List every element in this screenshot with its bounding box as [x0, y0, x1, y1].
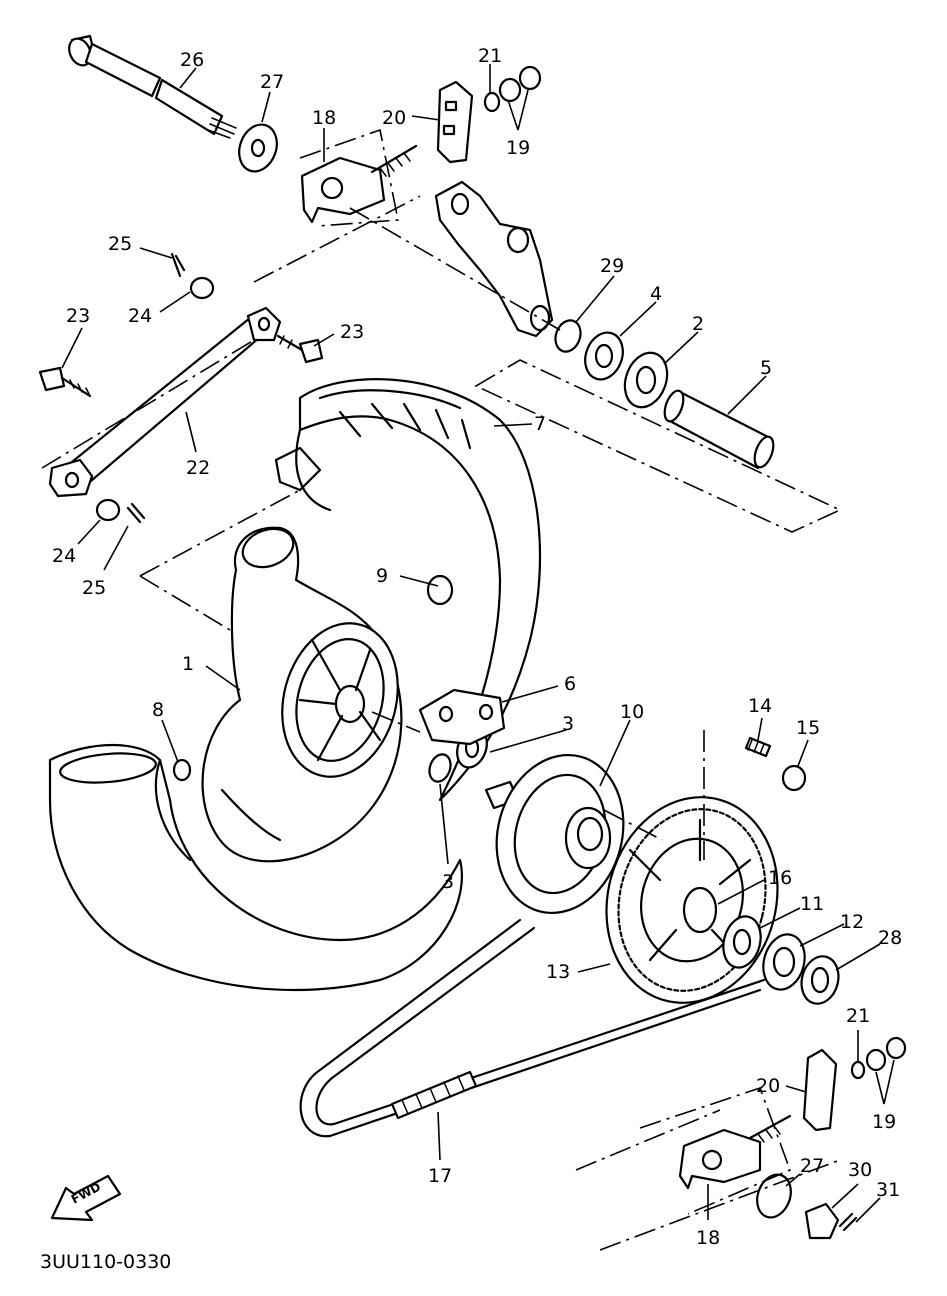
rim-part: [48, 743, 463, 992]
callout-3-right: 3: [562, 713, 574, 735]
callout-6: 6: [564, 673, 576, 695]
callout-19-top: 19: [506, 137, 530, 159]
callout-23-left: 23: [66, 305, 90, 327]
wheel-hub-part: [201, 526, 403, 863]
adjuster-plate-part: [436, 80, 474, 164]
callout-16: 16: [768, 867, 792, 889]
callout-20-bottom: 20: [756, 1075, 780, 1097]
axle-part: [68, 34, 237, 139]
torque-arm-fasteners: [38, 252, 324, 524]
torque-arm-part: [48, 306, 282, 498]
callout-8: 8: [152, 699, 164, 721]
callout-25-top: 25: [108, 233, 132, 255]
clutch-hub-part: [484, 753, 625, 915]
callout-14: 14: [748, 695, 772, 717]
fwd-arrow-icon: FWD: [50, 1174, 122, 1222]
nut-washer-group: [483, 65, 542, 113]
callout-21-top: 21: [478, 45, 502, 67]
chain-puller-part: [300, 144, 418, 224]
callout-17: 17: [428, 1165, 452, 1187]
callout-5: 5: [760, 357, 772, 379]
sprocket-bearing-group: [722, 915, 840, 1005]
leader-lines: [61, 64, 895, 1223]
bearing-stack-right: [554, 319, 775, 470]
diagram-code: 3UU110-0330: [40, 1251, 171, 1273]
callout-1: 1: [182, 653, 194, 675]
callout-28: 28: [878, 927, 902, 949]
callout-15: 15: [796, 717, 820, 739]
callout-21-bottom: 21: [846, 1005, 870, 1027]
callout-11: 11: [800, 893, 824, 915]
phantom-lines: [41, 128, 842, 1251]
callout-22: 22: [186, 457, 210, 479]
callout-23-right: 23: [340, 321, 364, 343]
callout-13: 13: [546, 961, 570, 983]
callout-labels: 26 27 18 20 21 19 29 4 2 5 25 24 23 23 7…: [52, 45, 902, 1249]
callout-18-bottom: 18: [696, 1227, 720, 1249]
callout-3-bottom: 3: [442, 871, 454, 893]
caliper-bracket-part: [434, 180, 554, 338]
stud-nut-group: [744, 736, 807, 792]
tire-part: [274, 378, 542, 802]
washer-part: [238, 123, 278, 173]
callout-24-bottom: 24: [52, 545, 76, 567]
callout-24-top: 24: [128, 305, 152, 327]
callout-19-bottom: 19: [872, 1111, 896, 1133]
callout-9: 9: [376, 565, 388, 587]
callout-10: 10: [620, 701, 644, 723]
damper-plate-part: [418, 688, 506, 746]
callout-26: 26: [180, 49, 204, 71]
drive-chain-part: [299, 918, 766, 1138]
callout-12: 12: [840, 911, 864, 933]
callout-27-bottom: 27: [800, 1155, 824, 1177]
callout-20-top: 20: [382, 107, 406, 129]
callout-29: 29: [600, 255, 624, 277]
callout-31: 31: [876, 1179, 900, 1201]
callout-4: 4: [650, 283, 662, 305]
lower-puller-group: [678, 1036, 907, 1240]
callout-18-top: 18: [312, 107, 336, 129]
callout-27-top: 27: [260, 71, 284, 93]
callout-2: 2: [692, 313, 704, 335]
callout-30: 30: [848, 1159, 872, 1181]
callout-7: 7: [534, 413, 546, 435]
callout-25-bottom: 25: [82, 577, 106, 599]
